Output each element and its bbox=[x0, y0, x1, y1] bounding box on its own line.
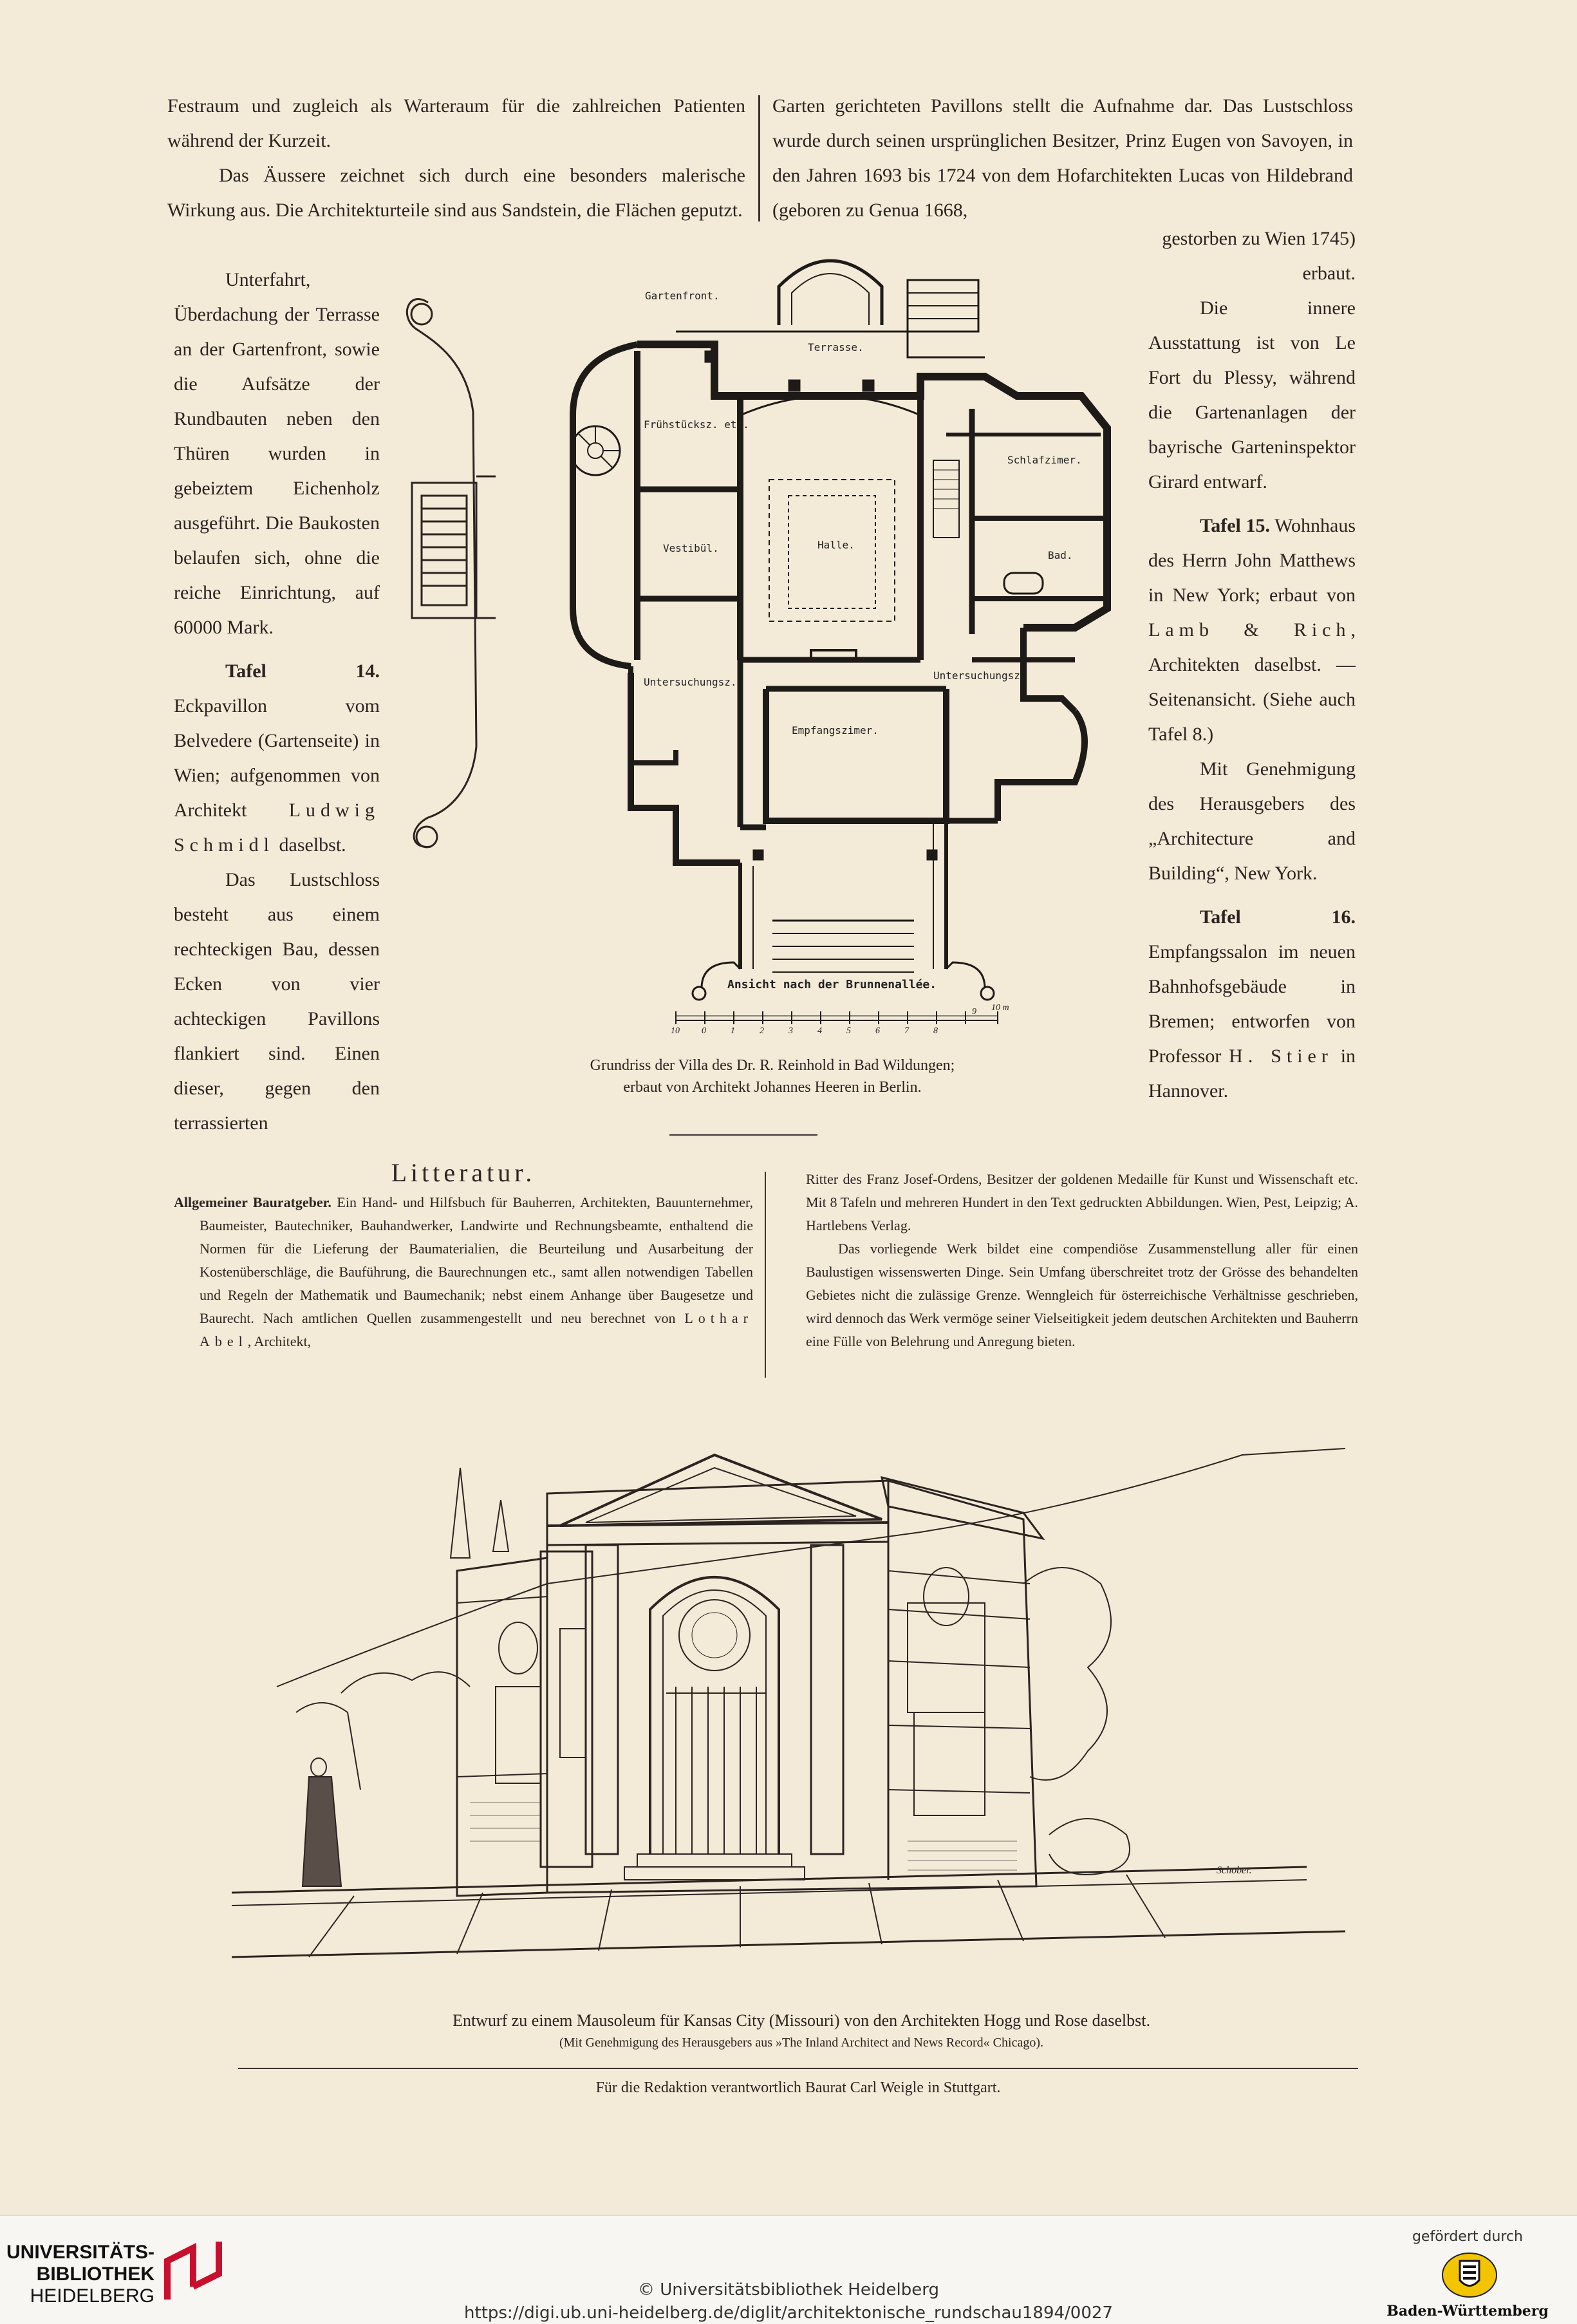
label-untersuchung-right: Untersuchungsz. bbox=[933, 670, 1027, 682]
floor-plan-villa: Gartenfront. Terrasse. Frühstücksz. etc.… bbox=[570, 259, 1111, 1036]
scale-number: 10 bbox=[671, 1026, 680, 1036]
scale-number: 1 bbox=[731, 1026, 735, 1036]
label-schlafzimmer: Schlafzimer. bbox=[1007, 454, 1082, 466]
label-gartenfront: Gartenfront. bbox=[645, 290, 720, 302]
scale-number: 8 bbox=[933, 1026, 938, 1036]
state-coat-of-arms-icon bbox=[1442, 2253, 1497, 2298]
column-divider-literatur bbox=[765, 1172, 766, 1378]
literature-publisher: Ritter des Franz Josef-Ordens, Besitzer … bbox=[806, 1171, 1358, 1233]
intro-paragraph: Festraum und zugleich als Warteraum für … bbox=[167, 95, 745, 151]
label-terrasse: Terrasse. bbox=[808, 341, 864, 353]
right-column-top: Garten gerichteten Pavillons stellt die … bbox=[772, 89, 1353, 228]
tafel-16-heading: Tafel 16. bbox=[1200, 906, 1356, 928]
section-separator bbox=[669, 1134, 817, 1136]
tafel-16-paragraph: Tafel 16. Empfangssalon im neuen Bahnhof… bbox=[1148, 906, 1356, 1101]
literatur-right: Ritter des Franz Josef-Ordens, Besitzer … bbox=[806, 1168, 1358, 1353]
permalink-url[interactable]: https://digi.ub.uni-heidelberg.de/diglit… bbox=[464, 2303, 1113, 2323]
state-name: Baden-Württemberg bbox=[1386, 2303, 1549, 2319]
entry-author: Lothar Abel bbox=[200, 1310, 754, 1349]
funding-label: gefördert durch bbox=[1412, 2229, 1524, 2245]
library-name: UNIVERSITÄTS- BIBLIOTHEK HEIDELBERG bbox=[6, 2242, 155, 2307]
scale-number: 6 bbox=[875, 1026, 880, 1036]
plan-caption: Grundriss der Villa des Dr. R. Reinhold … bbox=[590, 1057, 955, 1096]
scale-number: 10 m bbox=[991, 1003, 1009, 1013]
scale-number: 2 bbox=[760, 1026, 764, 1036]
redaktion-line: Für die Redaktion verantwortlich Baurat … bbox=[595, 2079, 1001, 2096]
digitization-footer: UNIVERSITÄTS- BIBLIOTHEK HEIDELBERG © Un… bbox=[0, 2215, 1577, 2324]
scale-number: 7 bbox=[904, 1026, 910, 1036]
paragraph-costs: Unterfahrt, Überdachung der Terrasse an … bbox=[174, 269, 380, 638]
library-logo-icon bbox=[164, 2242, 222, 2300]
right-column-narrow: gestorben zu Wien 1745) erbaut. Die inne… bbox=[1148, 221, 1356, 1109]
paragraph-exterior: Das Äussere zeichnet sich durch eine bes… bbox=[167, 165, 745, 221]
architect-name: Lamb & Rich bbox=[1148, 619, 1351, 641]
label-vestibuel: Vestibül. bbox=[663, 542, 719, 554]
bottom-rule bbox=[238, 2068, 1358, 2069]
scale-number: 5 bbox=[846, 1026, 851, 1036]
label-ansicht: Ansicht nach der Brunnenallée. bbox=[727, 978, 937, 991]
mausoleum-caption: Entwurf zu einem Mausoleum für Kansas Ci… bbox=[453, 2011, 1150, 2050]
label-untersuchung-left: Untersuchungsz. bbox=[644, 676, 737, 688]
literature-entry: Allgemeiner Bauratgeber. Ein Hand- und H… bbox=[174, 1194, 754, 1349]
pavilion-outline-sketch bbox=[406, 298, 496, 848]
paragraph-genehmigung: Mit Genehmigung des Herausgebers des „Ar… bbox=[1148, 758, 1356, 884]
scale-number: 9 bbox=[972, 1007, 976, 1017]
artist-signature: Schober. bbox=[1217, 1865, 1252, 1876]
label-halle: Halle. bbox=[817, 539, 855, 551]
label-empfang: Empfangszimer. bbox=[792, 724, 879, 736]
scale-number: 4 bbox=[817, 1026, 822, 1036]
literatur-heading: Litteratur. bbox=[391, 1158, 536, 1187]
literature-review: Das vorliegende Werk bildet eine compend… bbox=[806, 1241, 1358, 1349]
architect-name: Ludwig Schmidl bbox=[174, 800, 380, 856]
tafel-15-paragraph: Tafel 15. Wohnhaus des Herrn John Matthe… bbox=[1148, 515, 1356, 745]
paragraph-belvedere: Garten gerichteten Pavillons stellt die … bbox=[772, 95, 1353, 221]
tafel-14-heading: Tafel 14. bbox=[225, 661, 380, 682]
tafel-14-paragraph: Tafel 14. Eckpavillon vom Belvedere (Gar… bbox=[174, 661, 380, 856]
label-bad: Bad. bbox=[1048, 549, 1073, 561]
label-fruehstueck: Frühstücksz. etc. bbox=[644, 418, 749, 431]
paragraph-erbaut: gestorben zu Wien 1745) erbaut. bbox=[1162, 228, 1356, 284]
tafel-15-heading: Tafel 15. bbox=[1200, 515, 1271, 536]
scale-number: 3 bbox=[788, 1026, 793, 1036]
paragraph-ausstattung: Die innere Ausstattung ist von Le Fort d… bbox=[1148, 297, 1356, 492]
literatur-left: Allgemeiner Bauratgeber. Ein Hand- und H… bbox=[174, 1191, 753, 1353]
mausoleum-illustration: Schober. bbox=[231, 1448, 1346, 1958]
scale-ticks bbox=[675, 1011, 998, 1024]
left-column-top: Festraum und zugleich als Warteraum für … bbox=[167, 89, 745, 228]
copyright-text: © Universitätsbibliothek Heidelberg bbox=[637, 2280, 939, 2300]
paragraph-lustschloss: Das Lustschloss besteht aus einem rechte… bbox=[174, 869, 380, 1134]
scanned-page: Festraum und zugleich als Warteraum für … bbox=[167, 89, 1358, 2096]
left-column-narrow: Unterfahrt, Überdachung der Terrasse an … bbox=[174, 263, 380, 1141]
entry-title: Allgemeiner Bauratgeber. bbox=[174, 1194, 331, 1210]
architect-name: H. Stier bbox=[1229, 1045, 1333, 1067]
column-divider-top bbox=[758, 95, 760, 221]
scale-number: 0 bbox=[702, 1026, 706, 1036]
